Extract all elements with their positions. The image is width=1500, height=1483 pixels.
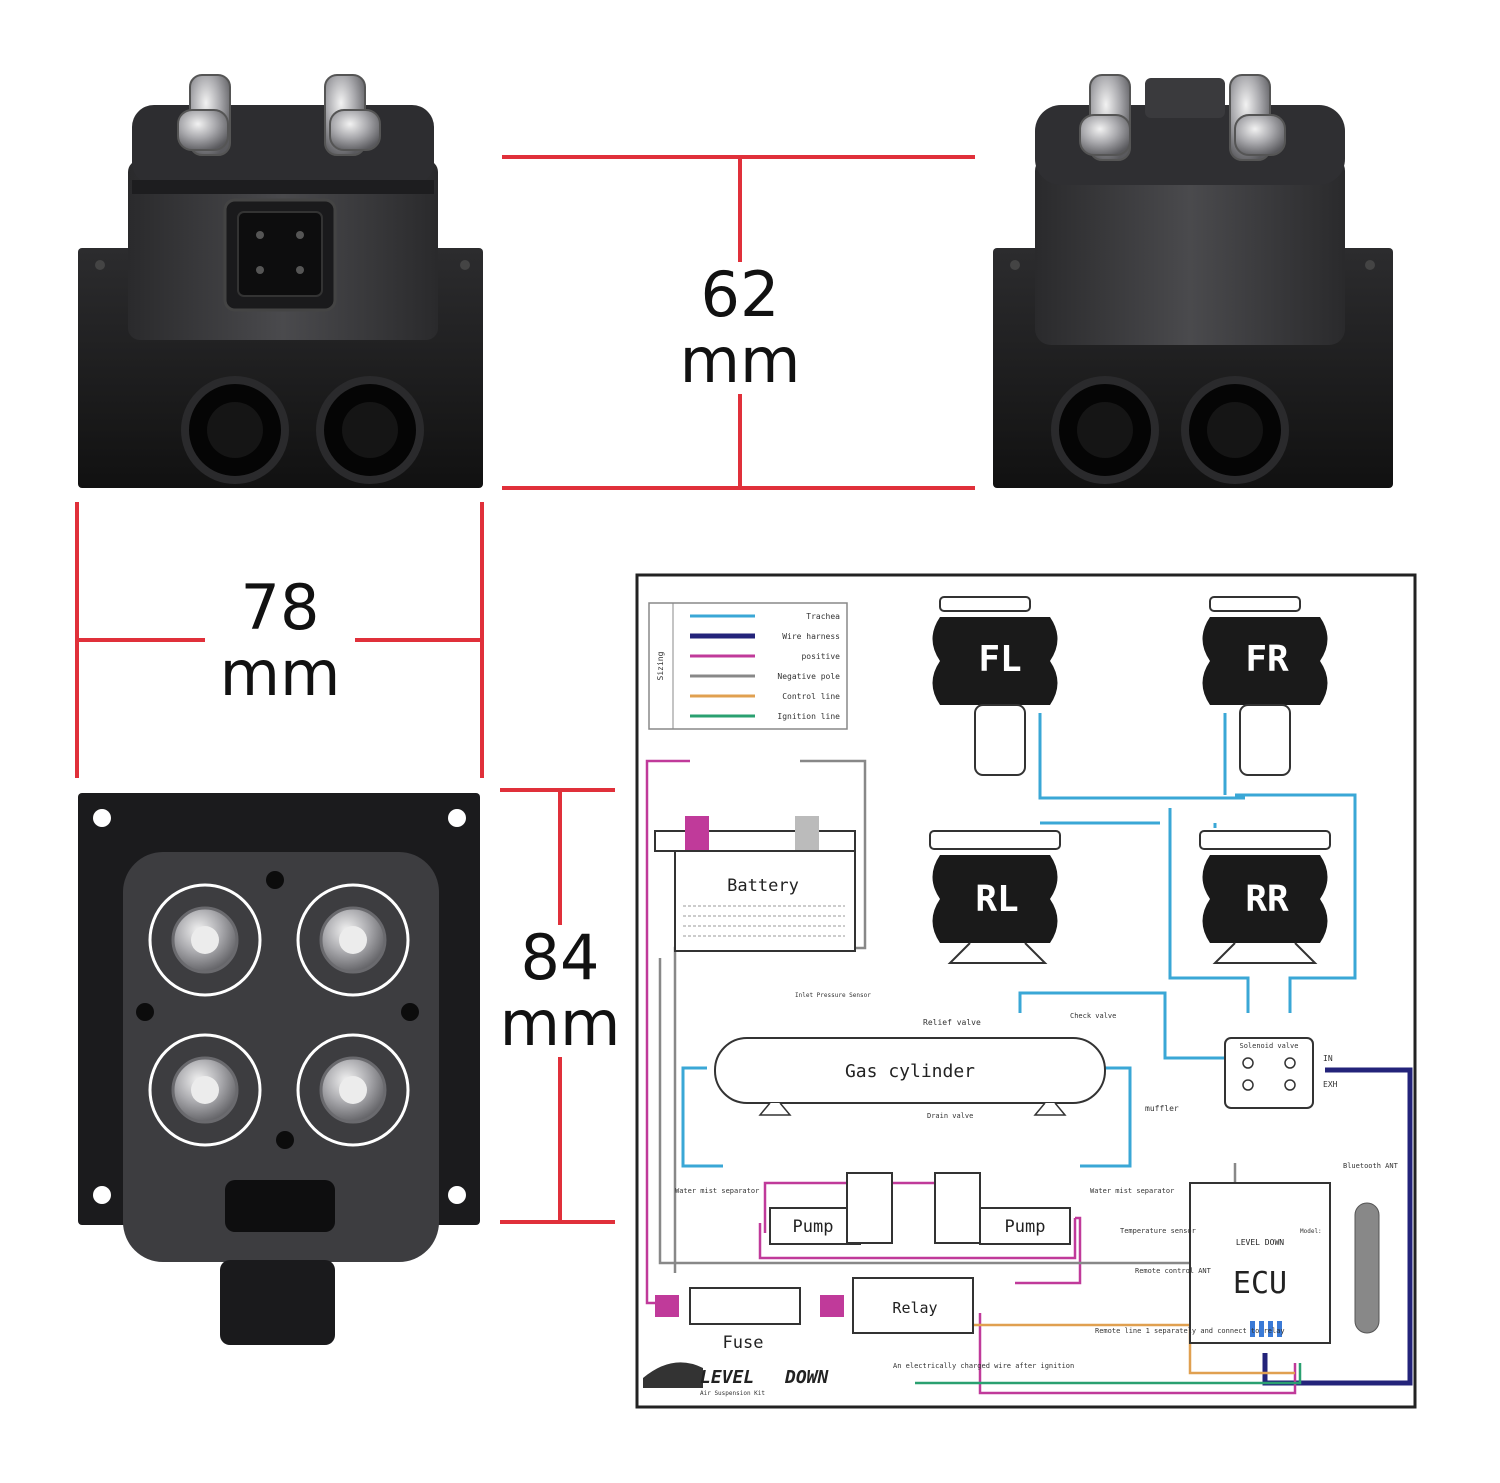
bt-antenna-label: Bluetooth ANT xyxy=(1343,1162,1399,1170)
relay-label: Relay xyxy=(892,1299,937,1317)
battery: Battery xyxy=(654,816,856,952)
air-bag-fl: FL xyxy=(932,596,1058,776)
valve-block-top-view xyxy=(78,793,480,1345)
brand-logo: LEVEL DOWN Air Suspension Kit xyxy=(643,1362,830,1397)
depth-value: 84 xyxy=(520,921,600,994)
solenoid-label: Solenoid valve xyxy=(1239,1042,1298,1050)
brand-right: DOWN xyxy=(784,1367,830,1388)
relief-valve-label: Relief valve xyxy=(923,1018,981,1027)
legend-label: Control line xyxy=(782,692,840,701)
air-bag-rr-label: RR xyxy=(1245,879,1289,920)
height-unit: mm xyxy=(679,324,801,397)
gas-cylinder: Gas cylinder Inlet Pressure Sensor Relie… xyxy=(714,992,1116,1120)
air-lines xyxy=(681,713,1357,1168)
legend-label: Trachea xyxy=(806,612,840,621)
bluetooth-antenna xyxy=(1354,1202,1380,1334)
in-label: IN xyxy=(1323,1054,1333,1063)
air-bag-fr-label: FR xyxy=(1245,639,1289,680)
exh-label: EXH xyxy=(1323,1080,1338,1089)
temp-sensor-label: Temperature sensor xyxy=(1120,1227,1196,1235)
check-valve-label: Check valve xyxy=(1070,1012,1116,1020)
height-value: 62 xyxy=(700,258,780,331)
legend-label: Wire harness xyxy=(782,632,840,641)
battery-label: Battery xyxy=(727,876,799,896)
inlet-sensor-label: Inlet Pressure Sensor xyxy=(795,992,871,999)
remote-ant-label: Remote control ANT xyxy=(1135,1267,1212,1275)
air-bag-fr: FR xyxy=(1202,596,1328,776)
ecu-model-label: Model: xyxy=(1300,1228,1322,1235)
pump-left-label: Pump xyxy=(793,1217,834,1237)
ecu-label: ECU xyxy=(1233,1266,1287,1301)
air-bag-rl-label: RL xyxy=(975,879,1018,920)
fuse-label: Fuse xyxy=(723,1333,764,1353)
depth-label: 84 mm xyxy=(495,925,625,1057)
brand-left: LEVEL xyxy=(700,1367,754,1388)
relay: Relay xyxy=(852,1277,974,1334)
fuse: Fuse xyxy=(655,1287,844,1353)
depth-unit: mm xyxy=(499,987,621,1060)
gas-cylinder-label: Gas cylinder xyxy=(845,1061,975,1082)
width-label: 78 mm xyxy=(205,575,355,707)
height-label: 62 mm xyxy=(670,262,810,394)
pump-right: Pump xyxy=(934,1172,1071,1245)
legend-label: Ignition line xyxy=(777,712,840,721)
solenoid-valve: Solenoid valve IN EXH muffler xyxy=(1145,1037,1338,1113)
remote-line-label: Remote line 1 separately and connect to … xyxy=(1095,1327,1285,1335)
ecu: Model: LEVEL DOWN ECU xyxy=(1189,1182,1331,1344)
air-bag-rl: RL xyxy=(929,830,1061,964)
width-unit: mm xyxy=(219,637,341,710)
legend-label: positive xyxy=(801,652,840,661)
pump-left: Pump xyxy=(769,1172,893,1245)
pump-right-label: Pump xyxy=(1005,1217,1046,1237)
valve-block-front-view xyxy=(78,74,483,488)
air-bag-fl-label: FL xyxy=(978,639,1021,680)
legend-label: Negative pole xyxy=(777,672,840,681)
legend-side-label: Sizing xyxy=(656,651,665,680)
ignition-note-label: An electrically charged wire after ignit… xyxy=(893,1362,1074,1370)
water-sep-right-label: Water mist separator xyxy=(1090,1187,1174,1195)
water-sep-left-label: Water mist separator xyxy=(675,1187,759,1195)
brand-tag: Air Suspension Kit xyxy=(700,1390,765,1397)
valve-block-rear-view xyxy=(993,74,1393,488)
air-bag-rr: RR xyxy=(1199,830,1331,964)
drain-valve-label: Drain valve xyxy=(927,1112,973,1120)
ecu-brand-label: LEVEL DOWN xyxy=(1236,1238,1284,1247)
width-value: 78 xyxy=(240,571,320,644)
muffler-label: muffler xyxy=(1145,1104,1179,1113)
